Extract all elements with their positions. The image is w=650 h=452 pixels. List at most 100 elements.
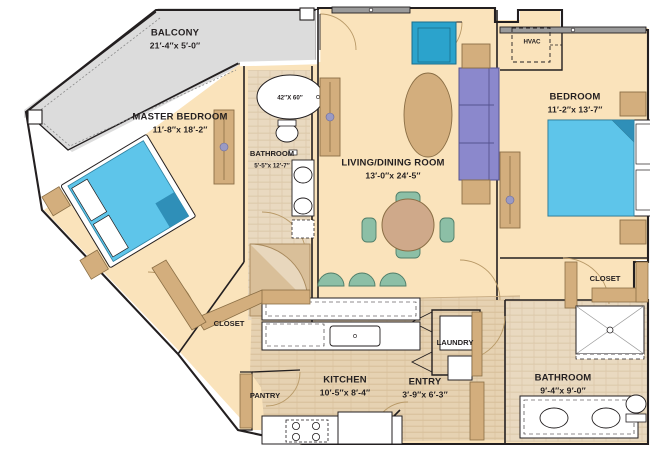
door-pantry	[265, 371, 301, 407]
master-bed-pillow-2	[92, 214, 129, 258]
kitchen-upper-cabinets	[265, 323, 325, 347]
master-dresser-knob	[219, 142, 229, 152]
dining-chair-east	[439, 217, 455, 243]
fixture-labels: 42″X 60″	[277, 95, 303, 102]
master-closet-shelf-west	[151, 259, 207, 331]
shower-threshold	[575, 353, 645, 360]
kitchen-range	[285, 419, 329, 443]
bed-pillow-2	[635, 169, 650, 211]
range-burner-1	[291, 421, 300, 430]
label-master-bathroom-name: BATHROOM	[250, 149, 294, 158]
window-marker-living	[368, 7, 374, 13]
hvac-unit	[511, 27, 551, 63]
label-entry-name: ENTRY	[409, 377, 442, 388]
label-bedroom-name: BEDROOM	[549, 92, 600, 103]
bar-stool-3	[379, 272, 407, 287]
master-closet-shelf-east	[261, 289, 311, 305]
hall-cabinet	[469, 381, 485, 441]
shower-drain	[606, 326, 614, 334]
range-burner-3	[291, 432, 300, 441]
media-console-knob	[325, 112, 335, 122]
nightstand-top	[619, 91, 647, 117]
bedroom-closet-wall-left	[564, 261, 578, 309]
master-bedroom-furniture	[41, 109, 235, 280]
kitchen-bar-counter-inner	[265, 301, 417, 317]
laundry-fixtures	[439, 311, 485, 441]
end-table-bottom	[461, 179, 491, 205]
label-balcony-name: BALCONY	[151, 28, 200, 39]
end-table-top	[461, 43, 491, 69]
balcony-post-left	[27, 109, 43, 125]
label-master-bedroom-name: MASTER BEDROOM	[132, 112, 227, 123]
range-burner-4	[311, 432, 320, 441]
dryer	[447, 355, 473, 381]
label-master-bedroom-dim: 11′-8″x 18′-2″	[153, 124, 208, 134]
bar-stool-1	[317, 272, 345, 287]
refrigerator	[337, 411, 393, 445]
label-kitchen-name: KITCHEN	[323, 375, 367, 386]
second-bathroom-fixtures	[519, 305, 647, 439]
label-pantry: PANTRY	[250, 391, 280, 400]
nightstand-bottom	[619, 219, 647, 245]
hvac-closet-south-wall	[500, 30, 563, 71]
bathroom-toilet-tank	[625, 413, 647, 423]
master-bed-turndown	[155, 192, 189, 228]
label-hvac: HVAC	[523, 39, 541, 46]
accent-chair-cushion	[417, 27, 451, 63]
label-master-bathroom-dim: 5′-5″x 12′-7″	[254, 163, 289, 170]
door-hall-to-bedroom	[459, 259, 501, 301]
dining-chair-west	[361, 217, 377, 243]
label-bedroom-closet: CLOSET	[590, 274, 621, 283]
bed-mattress	[547, 119, 635, 217]
label-entry-dim: 3′-9″x 6′-3″	[402, 389, 448, 399]
label-living-dining-dim: 13′-0″x 24′-5″	[365, 170, 420, 180]
balcony-inner-rail	[33, 17, 237, 147]
label-living-dining-name: LIVING/DINING ROOM	[341, 158, 444, 169]
room-labels: BALCONY 21′-4″x 5′-0″ MASTER BEDROOM 11′…	[132, 28, 602, 400]
door-laundry-right	[410, 351, 433, 373]
bed-turndown	[611, 119, 635, 143]
label-kitchen-dim: 10′-5″x 8′-4″	[320, 387, 370, 397]
windows	[331, 6, 647, 34]
master-linen-cabinet	[291, 219, 315, 239]
label-second-bathroom-dim: 9′-4″x 9′-0″	[540, 385, 586, 395]
area-labels: CLOSET PANTRY LAUNDRY CLOSET HVAC	[214, 39, 621, 400]
bathroom-sink-2	[591, 407, 621, 429]
kitchen-fixtures	[239, 272, 421, 445]
sofa	[458, 67, 500, 181]
bathroom-sink-1	[539, 407, 569, 429]
label-master-tub-size: 42″X 60″	[277, 95, 303, 102]
bathroom-toilet-bowl	[625, 394, 647, 414]
pantry-divider	[251, 369, 301, 373]
kitchen-sink	[329, 325, 381, 347]
dining-table	[381, 198, 435, 252]
master-nightstand-2	[79, 249, 109, 280]
master-bed-pillow-1	[71, 178, 108, 222]
master-sink-2	[293, 197, 313, 215]
label-second-bathroom-name: BATHROOM	[535, 373, 592, 384]
living-dining-furniture	[319, 21, 521, 259]
laundry-shelf	[471, 311, 483, 377]
master-toilet-tank	[277, 119, 297, 127]
label-master-closet: CLOSET	[214, 319, 245, 328]
master-sink-1	[293, 166, 313, 184]
master-towel-bar	[288, 149, 298, 156]
hall-console-knob	[505, 195, 515, 205]
label-balcony-dim: 21′-4″x 5′-0″	[150, 40, 200, 50]
bed-pillow-1	[635, 123, 650, 165]
dining-set	[361, 191, 455, 259]
window-marker-bedroom	[570, 27, 576, 33]
hvac-closet-wall	[497, 10, 519, 23]
pantry-cabinet	[239, 373, 253, 429]
kitchen-sink-drain	[353, 334, 357, 338]
master-nightstand-1	[41, 186, 71, 217]
coffee-table	[403, 72, 453, 158]
bedroom-closet-wall-right	[635, 261, 649, 303]
range-burner-2	[311, 421, 320, 430]
bar-stool-2	[348, 272, 376, 287]
master-toilet-bowl	[275, 123, 299, 143]
washer	[439, 315, 473, 351]
label-bedroom-dim: 11′-2″x 13′-7″	[548, 104, 603, 114]
